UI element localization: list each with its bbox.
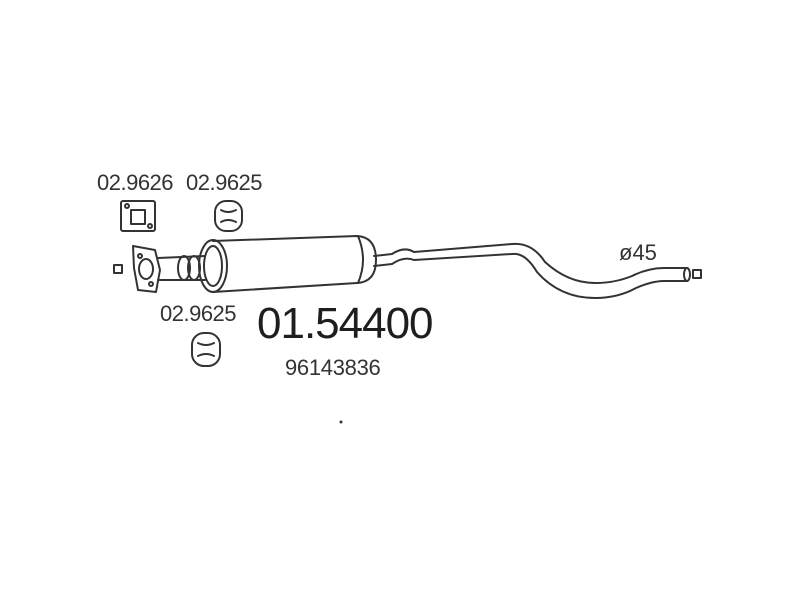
hanger-bottom-part-number: 02.9625 — [160, 301, 237, 326]
rubber-hanger-icon — [214, 200, 243, 232]
hanger-top-part-number: 02.9625 — [186, 170, 263, 195]
flange-gasket-icon — [120, 200, 156, 232]
stray-dot — [339, 420, 343, 424]
main-part-number: 01.54400 — [257, 299, 434, 348]
pipe-diameter-label: ø45 — [619, 240, 657, 265]
rubber-hanger-icon — [191, 332, 221, 367]
inlet-flange — [132, 245, 161, 293]
silencer-body — [198, 235, 377, 293]
tail-pipe — [373, 242, 691, 299]
gasket-part-number: 02.9626 — [97, 170, 174, 195]
inlet-pipe — [157, 255, 206, 281]
pipe-end-marker-left — [113, 264, 123, 274]
oem-number: 96143836 — [285, 355, 381, 380]
pipe-end-marker-right — [692, 269, 702, 279]
